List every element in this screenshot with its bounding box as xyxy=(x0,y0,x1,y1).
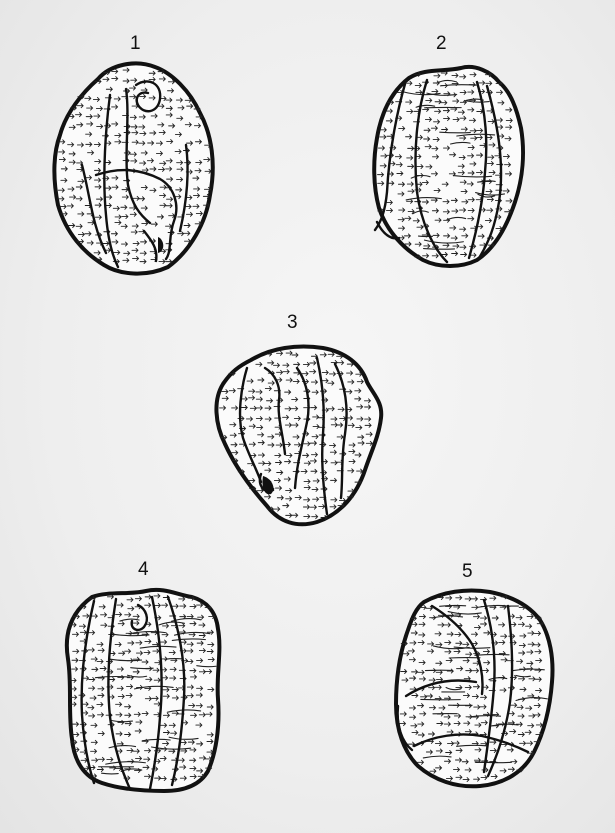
specimen-drawing-2 xyxy=(365,62,530,272)
figure-label-3: 3 xyxy=(287,313,298,332)
specimen-drawing-5 xyxy=(388,586,563,791)
specimen-drawing-1 xyxy=(40,55,230,280)
figure-label-4: 4 xyxy=(138,560,149,579)
figure-label-5: 5 xyxy=(462,562,473,581)
specimen-drawing-3 xyxy=(205,338,390,528)
fiber-stroke xyxy=(440,132,471,133)
specimen-drawing-4 xyxy=(60,585,230,795)
figure-label-2: 2 xyxy=(436,34,447,53)
figure-label-1: 1 xyxy=(130,34,141,53)
